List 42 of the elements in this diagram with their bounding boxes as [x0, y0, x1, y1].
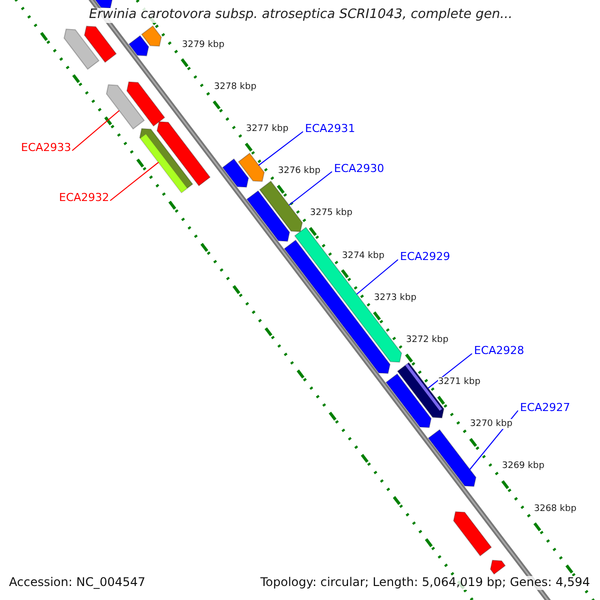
- scale-label: 3271 kbp: [438, 377, 480, 388]
- genome-summary: Topology: circular; Length: 5,064,019 bp; Genes: 4,594: [260, 576, 590, 590]
- scale-label: 3273 kbp: [374, 293, 416, 304]
- leader-line: [258, 131, 304, 166]
- leader-line: [428, 353, 472, 389]
- gene-block: [126, 81, 166, 127]
- gene-block: [453, 511, 492, 556]
- gene-block: [259, 180, 303, 232]
- scale-label: 3268 kbp: [534, 504, 576, 514]
- gene-block: [238, 152, 265, 182]
- gene-label: ECA2930: [334, 163, 384, 176]
- gene-block: [128, 35, 150, 56]
- gene-block: [141, 25, 162, 47]
- gene-label: ECA2928: [474, 345, 524, 358]
- scale-label: 3276 kbp: [278, 166, 320, 176]
- scale-label: 3278 kbp: [214, 82, 256, 92]
- scale-label: 3272 kbp: [406, 335, 448, 346]
- gene-block: [64, 28, 100, 70]
- scale-label: 3275 kbp: [310, 208, 352, 218]
- gene-label: ECA2931: [305, 123, 356, 136]
- gene-block: [222, 158, 249, 188]
- scale-label: 3269 kbp: [502, 461, 544, 472]
- leader-line: [110, 162, 159, 202]
- scale-label: 3270 kbp: [470, 419, 512, 430]
- gene-label: ECA2933: [21, 142, 72, 155]
- leader-line: [356, 259, 398, 295]
- scale-label: 3277 kbp: [246, 124, 288, 134]
- gene-block: [246, 190, 290, 242]
- gene-block: [428, 429, 476, 487]
- gene-label: ECA2932: [59, 192, 110, 205]
- gene-label: ECA2927: [520, 402, 570, 415]
- accession-text: Accession: NC_004547: [9, 576, 146, 590]
- gene-block: [385, 373, 432, 428]
- scale-label: 3274 kbp: [342, 251, 384, 262]
- gene-label: ECA2929: [400, 251, 450, 264]
- scale-label: 3279 kbp: [182, 40, 224, 50]
- gene-block: [294, 226, 402, 363]
- gene-block: [156, 121, 211, 186]
- gene-block: [106, 84, 145, 130]
- gene-block: [84, 26, 117, 63]
- leader-line: [288, 171, 332, 206]
- leader-line: [72, 110, 120, 152]
